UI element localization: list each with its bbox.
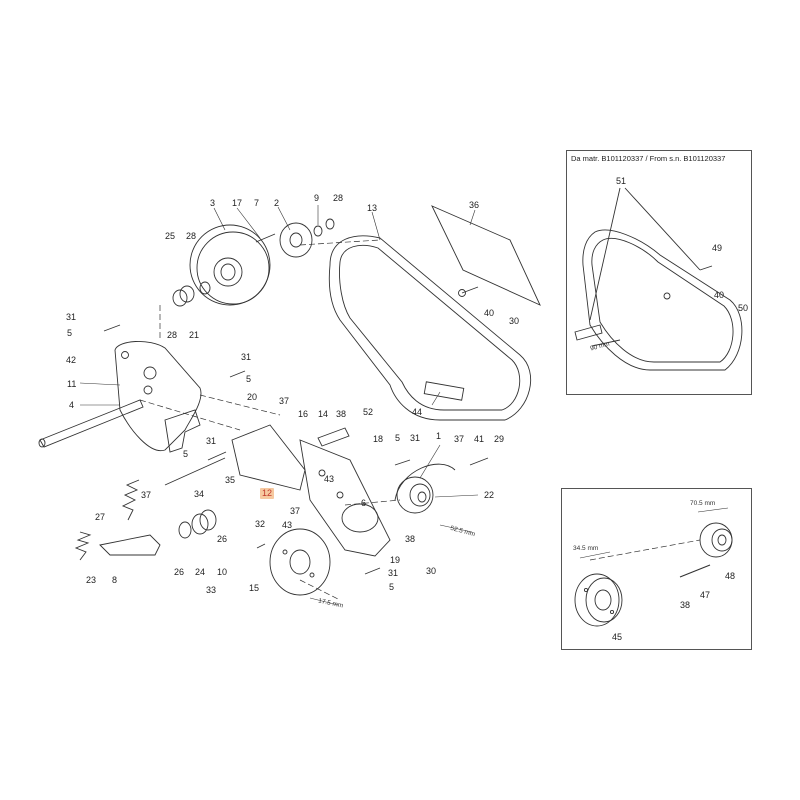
- callout-27: 27: [95, 512, 106, 522]
- callout-32: 32: [255, 519, 266, 529]
- callout-5: 5: [246, 374, 252, 384]
- callout-37: 37: [290, 506, 301, 516]
- callout-28: 28: [333, 193, 344, 203]
- callout-30: 30: [426, 566, 437, 576]
- callout-34: 34: [194, 489, 205, 499]
- bracket: [164, 409, 201, 453]
- callout-43: 43: [282, 520, 293, 530]
- callout-42: 42: [66, 355, 77, 365]
- callout-17: 17: [232, 198, 243, 208]
- sheet-panel: [431, 205, 541, 306]
- callout-29: 29: [494, 434, 505, 444]
- callout-14: 14: [318, 409, 329, 419]
- callout-5: 5: [395, 433, 401, 443]
- callout-33: 33: [206, 585, 217, 595]
- left-plate: [114, 341, 202, 452]
- callout-22: 22: [484, 490, 495, 500]
- callout-31: 31: [410, 433, 421, 443]
- callout-30: 30: [509, 316, 520, 326]
- callout-7: 7: [254, 198, 260, 208]
- callout-31: 31: [66, 312, 77, 322]
- spring: [74, 479, 140, 561]
- callout-44: 44: [412, 407, 423, 417]
- belt-guard: [328, 235, 532, 421]
- callout-31: 31: [206, 436, 217, 446]
- callout-37: 37: [279, 396, 290, 406]
- callout-16: 16: [298, 409, 309, 419]
- callout-37: 37: [454, 434, 465, 444]
- callout-2: 2: [274, 198, 280, 208]
- drive-pulley: [394, 463, 456, 514]
- inset-from-serial: Da matr. B101120337 / From s.n. B1011203…: [566, 150, 752, 395]
- callout-12-highlighted[interactable]: 12: [260, 488, 275, 499]
- callout-8: 8: [112, 575, 118, 585]
- callout-31: 31: [388, 568, 399, 578]
- callout-36: 36: [469, 200, 480, 210]
- callout-20: 20: [247, 392, 258, 402]
- callout-28: 28: [167, 330, 178, 340]
- callout-21: 21: [189, 330, 200, 340]
- leader-lines: [79, 205, 479, 498]
- callout-43: 43: [324, 474, 335, 484]
- inset-callout-51: 51: [616, 176, 627, 186]
- inset-dimension-34-5: 34.5 mm: [573, 545, 599, 552]
- callout-5: 5: [389, 582, 395, 592]
- callout-19: 19: [390, 555, 401, 565]
- callout-5: 5: [67, 328, 73, 338]
- callout-5: 5: [183, 449, 189, 459]
- callout-10: 10: [217, 567, 228, 577]
- bolts: [103, 286, 489, 575]
- callout-11: 11: [67, 379, 77, 389]
- main-shaft: [38, 399, 144, 448]
- bushings: [178, 509, 217, 539]
- callout-38: 38: [336, 409, 347, 419]
- lever: [99, 534, 161, 556]
- callout-18: 18: [373, 434, 384, 444]
- callout-15: 15: [249, 583, 260, 593]
- callout-3: 3: [210, 198, 216, 208]
- callout-25: 25: [165, 231, 176, 241]
- callout-38: 38: [405, 534, 416, 544]
- callout-24: 24: [195, 567, 206, 577]
- inset-callout-45: 45: [612, 632, 623, 642]
- callout-28: 28: [186, 231, 197, 241]
- inset-callout-48: 48: [725, 571, 736, 581]
- callout-13: 13: [367, 203, 378, 213]
- inset-caption: Da matr. B101120337 / From s.n. B1011203…: [571, 154, 726, 163]
- hub-disc: [269, 528, 331, 596]
- large-pulley: [189, 224, 271, 306]
- callout-26: 26: [217, 534, 228, 544]
- callout-9: 9: [314, 193, 320, 203]
- washer-stack: [172, 281, 211, 307]
- callout-4: 4: [69, 400, 75, 410]
- callout-6: 6: [361, 498, 367, 508]
- callout-37: 37: [141, 490, 152, 500]
- small-pulley: [255, 218, 335, 258]
- center-plate: [231, 424, 391, 557]
- inset-belt-guard: [574, 187, 743, 371]
- inset-callout-47: 47: [700, 590, 711, 600]
- callout-35: 35: [225, 475, 236, 485]
- callout-31: 31: [241, 352, 252, 362]
- callout-26: 26: [174, 567, 185, 577]
- callout-52: 52: [363, 407, 374, 417]
- inset-callout-49: 49: [712, 243, 723, 253]
- dimension-lines: [309, 524, 473, 606]
- inset-callout-50: 50: [738, 303, 749, 313]
- callout-23: 23: [86, 575, 97, 585]
- pin: [317, 427, 350, 447]
- inset-hub-assembly: [574, 507, 733, 627]
- inset-callout-38: 38: [680, 600, 691, 610]
- alignment-lines: [139, 239, 401, 601]
- callout-40: 40: [484, 308, 495, 318]
- callout-1: 1: [436, 431, 442, 441]
- callout-41: 41: [474, 434, 485, 444]
- inset-callout-40: 40: [714, 290, 725, 300]
- inset-dimension-70-5: 70.5 mm: [690, 500, 716, 507]
- inset-hub-detail: [561, 488, 752, 650]
